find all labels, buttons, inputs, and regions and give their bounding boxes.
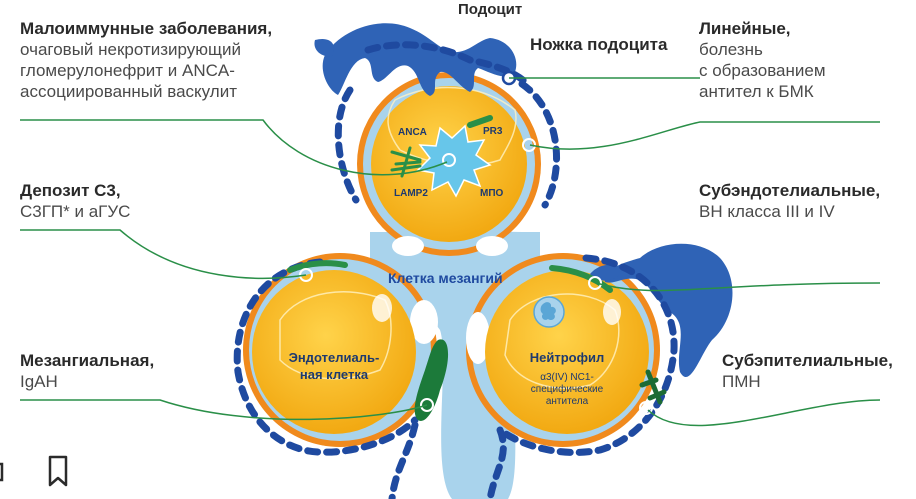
right-label-subendothelial-title: Субэндотелиальные, — [699, 181, 881, 200]
leader-lines — [20, 77, 881, 427]
anca-label: ANCA — [398, 127, 427, 138]
right-label-linear-sub: болезнь с образованием антител к БМК — [699, 40, 826, 101]
right-label-subendothelial: Субэндотелиальные, ВН класса III и IV — [699, 180, 880, 222]
podocyte-top — [314, 23, 517, 96]
mesangial-cell-label: Клетка мезангий — [388, 270, 503, 286]
edge-control-icon[interactable] — [0, 462, 6, 482]
left-label-pauci-immune-title: Малоиммунные заболевания, — [20, 19, 273, 38]
right-label-linear: Линейные, болезнь с образованием антител… — [699, 18, 826, 102]
left-label-mesangial-sub: IgAН — [20, 372, 58, 391]
fenestrations — [392, 236, 508, 364]
right-label-subepithelial-sub: ПМН — [722, 372, 761, 391]
left-label-pauci-immune: Малоиммунные заболевания, очаговый некро… — [20, 18, 272, 102]
podocyte-foot-label: Ножка подоцита — [530, 35, 668, 54]
left-label-pauci-immune-sub: очаговый некротизирующий гломерулонефрит… — [20, 40, 242, 101]
highlight-markers — [299, 138, 653, 415]
podocyte-foot-processes — [233, 41, 678, 499]
left-label-c3-sub: С3ГП* и аГУС — [20, 202, 131, 221]
lamp2-label: LAMP2 — [394, 188, 428, 199]
left-label-c3-title: Депозит С3, — [20, 181, 121, 200]
right-label-subepithelial: Субэпителиальные, ПМН — [722, 350, 893, 392]
right-label-subepithelial-title: Субэпителиальные, — [722, 351, 893, 370]
left-label-mesangial-title: Мезангиальная, — [20, 351, 155, 370]
podocyte-label: Подоцит — [458, 1, 522, 18]
neutrophil-label: Нейтрофил — [530, 350, 604, 365]
bookmark-icon[interactable] — [46, 455, 70, 487]
left-label-c3: Депозит С3, С3ГП* и аГУС — [20, 180, 130, 222]
neutrophil-nucleus — [533, 296, 565, 328]
right-label-subendothelial-sub: ВН класса III и IV — [699, 202, 835, 221]
pr3-label: PR3 — [483, 126, 503, 137]
mpo-label: МПО — [480, 188, 504, 199]
endothelial-cell-label: Эндотелиаль-ная клетка — [289, 350, 380, 382]
left-label-mesangial: Мезангиальная, IgAН — [20, 350, 154, 392]
right-label-linear-title: Линейные, — [699, 19, 791, 38]
